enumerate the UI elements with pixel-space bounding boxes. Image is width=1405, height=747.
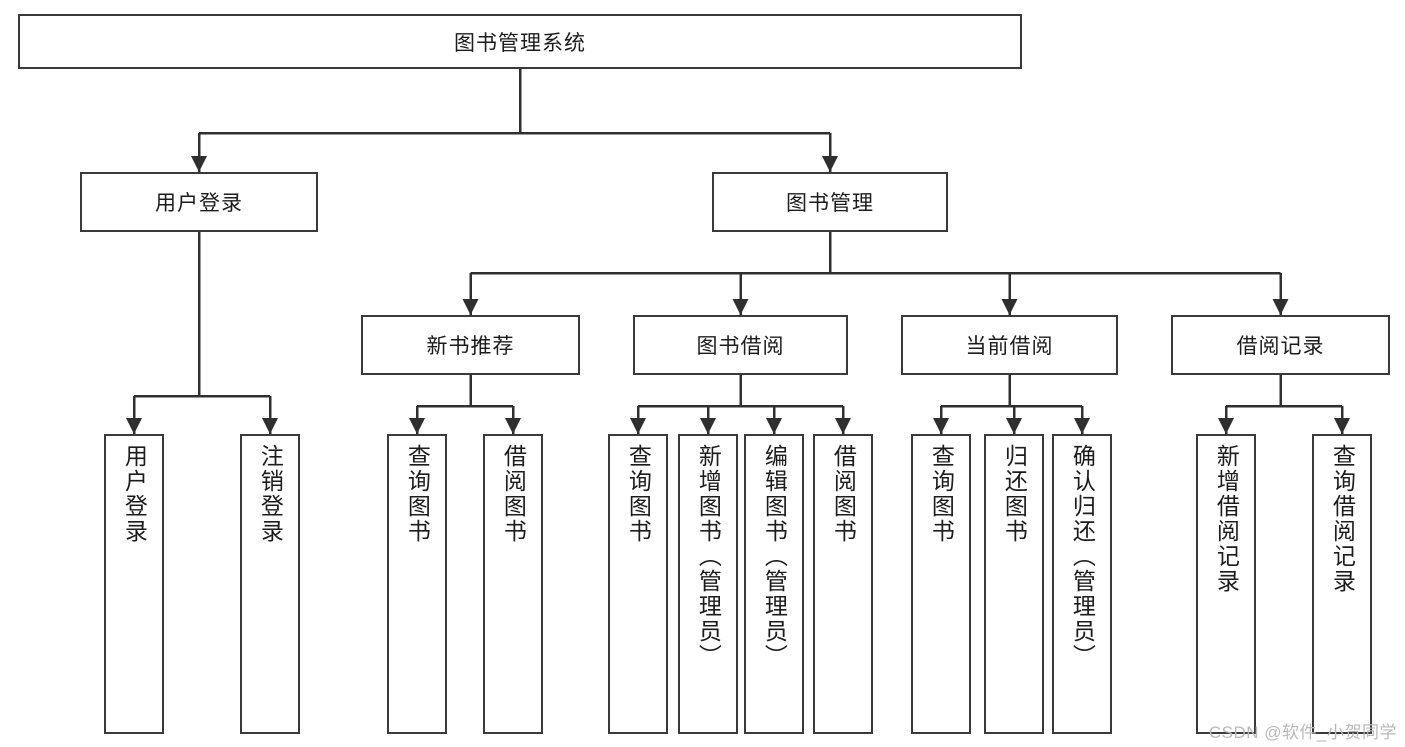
node-label: 确认归还（管理员）	[1069, 444, 1096, 669]
node-label: 新增借阅记录	[1213, 444, 1240, 594]
node-leaf-add-book[interactable]: 新增图书（管理员）	[678, 434, 738, 734]
node-root[interactable]: 图书管理系统	[18, 14, 1022, 69]
node-label: 当前借阅	[965, 335, 1054, 358]
node-label: 用户登录	[121, 444, 148, 544]
node-book-manage[interactable]: 图书管理	[712, 172, 948, 232]
node-leaf-confirm-return[interactable]: 确认归还（管理员）	[1052, 434, 1112, 734]
node-label: 注销登录	[257, 444, 284, 544]
node-leaf-add-record[interactable]: 新增借阅记录	[1196, 434, 1256, 734]
node-label: 图书管理	[786, 192, 874, 215]
node-label: 图书管理系统	[454, 31, 586, 55]
node-label: 图书借阅	[696, 335, 785, 358]
watermark: CSDN @软件_小贺同学	[1208, 723, 1397, 742]
node-current-borrow[interactable]: 当前借阅	[901, 315, 1118, 375]
node-label: 新书推荐	[426, 335, 515, 358]
node-leaf-edit-book[interactable]: 编辑图书（管理员）	[744, 434, 804, 734]
node-new-book-rec[interactable]: 新书推荐	[361, 315, 580, 375]
node-leaf-logout[interactable]: 注销登录	[240, 434, 300, 734]
node-borrow-record[interactable]: 借阅记录	[1171, 315, 1390, 375]
node-leaf-query-book-1[interactable]: 查询图书	[387, 434, 447, 734]
node-label: 借阅图书	[500, 444, 527, 544]
node-leaf-return-book[interactable]: 归还图书	[984, 434, 1044, 734]
node-user-login[interactable]: 用户登录	[80, 172, 318, 232]
node-label: 查询图书	[404, 444, 431, 544]
node-leaf-query-record[interactable]: 查询借阅记录	[1312, 434, 1372, 734]
node-label: 归还图书	[1001, 444, 1028, 544]
node-leaf-borrow-book-2[interactable]: 借阅图书	[813, 434, 873, 734]
node-label: 新增图书（管理员）	[695, 444, 722, 669]
node-label: 借阅图书	[830, 444, 857, 544]
node-label: 查询图书	[625, 444, 652, 544]
node-label: 查询图书	[928, 444, 955, 544]
node-leaf-query-book-2[interactable]: 查询图书	[608, 434, 668, 734]
node-leaf-borrow-book-1[interactable]: 借阅图书	[483, 434, 543, 734]
node-label: 查询借阅记录	[1329, 444, 1356, 594]
node-label: 用户登录	[155, 192, 243, 215]
node-label: 编辑图书（管理员）	[761, 444, 788, 669]
node-leaf-user-login[interactable]: 用户登录	[104, 434, 164, 734]
node-book-borrow[interactable]: 图书借阅	[633, 315, 848, 375]
node-label: 借阅记录	[1236, 335, 1325, 358]
node-leaf-query-book-3[interactable]: 查询图书	[911, 434, 971, 734]
